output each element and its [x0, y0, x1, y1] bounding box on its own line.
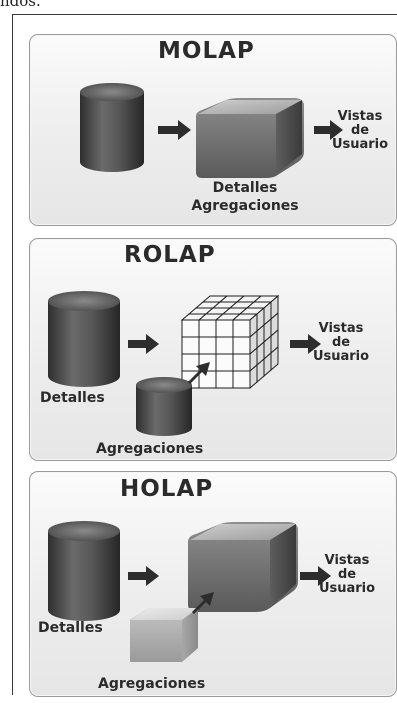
views-line-1: Vistas [324, 553, 370, 568]
grid-cube-cell [198, 319, 217, 338]
grid-cube-cell [215, 319, 234, 338]
views-line-2: de [337, 567, 357, 582]
holap-arrow-1 [128, 566, 159, 586]
holap-arrow-2 [300, 566, 331, 586]
holap-aggregations-cube [130, 608, 198, 662]
holap-title: HOLAP [120, 476, 214, 502]
holap-cube [188, 522, 298, 612]
views-line-2: de [331, 335, 351, 350]
grid-cube-cell [181, 319, 200, 338]
rolap-arrow-2 [290, 334, 321, 354]
page-text-fragment: ndos. [0, 0, 41, 10]
views-line-1: Vistas [318, 321, 364, 336]
views-line-3: Usuario [312, 349, 370, 364]
grid-cube-cell [215, 370, 234, 389]
holap-aggregations-label: Agregaciones [98, 676, 206, 692]
molap-details-label: Detalles [212, 180, 278, 196]
molap-title: MOLAP [158, 38, 255, 64]
figure-frame [12, 14, 397, 695]
grid-cube-cell [232, 353, 251, 372]
rolap-aggregations-cylinder [136, 377, 192, 436]
molap-arrow-2 [314, 120, 343, 140]
rolap-details-label: Detalles [40, 390, 105, 406]
holap-arrow-3 [192, 592, 214, 614]
molap-database-cylinder [80, 83, 144, 172]
views-line-2: de [350, 123, 370, 138]
grid-cube-cell [198, 336, 217, 355]
molap-cube [196, 98, 304, 178]
grid-cube-cell [232, 370, 251, 389]
holap-details-cylinder [48, 521, 120, 621]
grid-cube-cell [232, 336, 251, 355]
holap-details-label: Detalles [38, 620, 103, 636]
grid-cube-cell [215, 353, 234, 372]
holap-user-views-label: Vistas de Usuario [316, 554, 378, 596]
rolap-user-views-label: Vistas de Usuario [310, 322, 372, 364]
grid-cube-cell [232, 319, 251, 338]
rolap-title: ROLAP [124, 242, 216, 268]
molap-user-views-label: Vistas de Usuario [330, 110, 390, 152]
molap-arrow-1 [158, 120, 191, 140]
rolap-arrow-3 [188, 362, 210, 384]
grid-cube-cell [181, 336, 200, 355]
grid-cube-cell [215, 336, 234, 355]
molap-aggregations-label: Agregaciones [191, 198, 299, 214]
views-line-1: Vistas [337, 109, 383, 124]
views-line-3: Usuario [318, 581, 376, 596]
views-line-3: Usuario [331, 137, 389, 152]
rolap-details-cylinder [48, 291, 120, 387]
rolap-arrow-1 [128, 334, 159, 354]
rolap-aggregations-label: Agregaciones [96, 441, 204, 457]
